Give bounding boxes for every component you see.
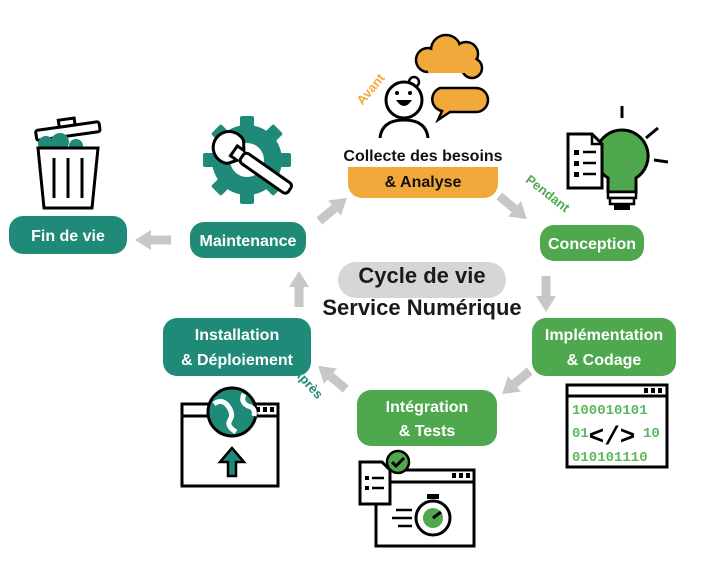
phase-label-before: Avant (353, 70, 388, 107)
step-collect-label-line-2: & Analyse (385, 174, 462, 191)
arrow-implementation-to-integration (502, 367, 533, 395)
arrow-maintenance-to-end-of-life (135, 230, 171, 250)
step-end-of-life-pill (9, 216, 127, 254)
center-title-line-2: Service Numérique (322, 295, 521, 320)
step-conception: Conception (540, 106, 669, 261)
globe-upload-icon (180, 386, 280, 488)
code-row-2b: 10 (643, 426, 660, 442)
step-conception-pill (540, 225, 644, 261)
code-row-2a: 01 (572, 426, 589, 442)
test-stopwatch-icon (358, 449, 476, 548)
center-title-line-1: Cycle de vie (358, 263, 485, 288)
code-tag: </> (589, 422, 636, 452)
step-integration: Intégration & Tests (357, 390, 497, 548)
cycle-arrows (135, 192, 556, 395)
step-installation-label-line-1: Installation (195, 327, 279, 344)
step-end-of-life-label: Fin de vie (31, 228, 105, 245)
step-implementation-label-line-2: & Codage (567, 352, 642, 369)
arrow-maintenance-to-collect (316, 197, 347, 225)
arrow-conception-to-implementation (536, 276, 556, 312)
center-title-background (338, 262, 506, 298)
step-integration-label-line-1: Intégration (386, 399, 469, 416)
arrow-installation-to-maintenance (289, 271, 309, 307)
code-row-3: 010101110 (572, 450, 648, 466)
document-bulb-icon (566, 106, 669, 210)
center-title: Cycle de vie Service Numérique (322, 262, 522, 320)
person-thought-icon (378, 33, 490, 139)
step-installation-label-line-2: & Déploiement (181, 352, 294, 369)
step-maintenance-pill (190, 222, 306, 258)
step-installation-pill (163, 318, 311, 376)
step-implementation-label-line-1: Implémentation (545, 327, 663, 344)
step-integration-label-line-2: & Tests (399, 423, 456, 440)
step-maintenance-label: Maintenance (200, 233, 297, 250)
step-implementation: Implémentation & Codage 100010101 01 10 … (532, 318, 676, 469)
arrow-integration-to-installation (318, 365, 349, 393)
phase-label-during: Pendant (523, 172, 573, 216)
code-window-icon: 100010101 01 10 </> 010101110 (565, 383, 669, 469)
trash-bin-icon (34, 116, 102, 210)
step-implementation-pill (532, 318, 676, 376)
step-integration-pill (357, 390, 497, 446)
step-maintenance: Maintenance (190, 116, 306, 258)
step-conception-label: Conception (548, 236, 636, 253)
step-collect-label-line-1: Collecte des besoins (343, 148, 502, 165)
arrow-collect-to-conception (496, 192, 527, 220)
code-row-1: 100010101 (572, 403, 648, 419)
step-installation: Installation & Déploiement (163, 318, 311, 488)
gear-wrench-icon (203, 116, 293, 204)
step-collect: Collecte des besoins & Analyse (335, 33, 511, 198)
step-end-of-life: Fin de vie (9, 116, 127, 254)
